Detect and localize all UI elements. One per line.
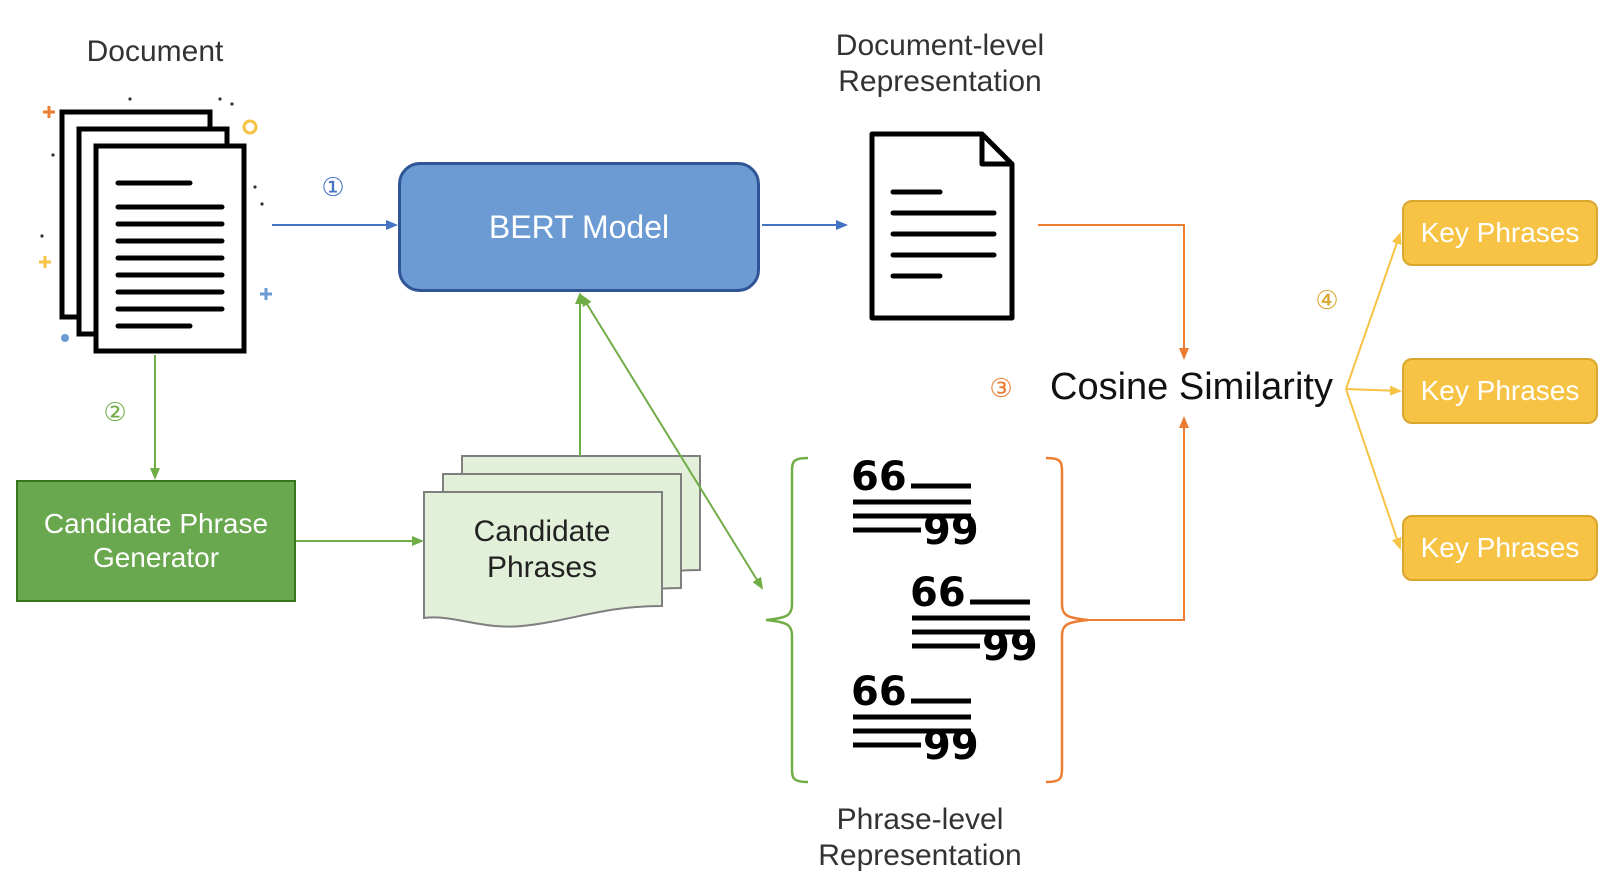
step-2-marker: ② — [103, 398, 127, 428]
arrow-bert-to-phraserep — [580, 294, 764, 590]
arrow-cosine-to-keyphrase-2 — [1345, 385, 1402, 396]
key-phrases-box-3: Key Phrases — [1402, 515, 1598, 581]
document-label: Document — [86, 35, 224, 68]
step-3-marker: ③ — [989, 374, 1013, 404]
arrow-docrep-to-cosine — [1038, 224, 1189, 360]
bert-model-node: BERT Model — [398, 162, 760, 292]
candidate-phrases-label: Candidate Phrases — [473, 515, 611, 584]
key-phrases-box-2: Key Phrases — [1402, 358, 1598, 424]
quote-icon: 66 99 — [910, 570, 1038, 670]
step-1-marker: ① — [321, 173, 345, 203]
sparkle-decoration-icon — [39, 97, 272, 342]
svg-text:99: 99 — [923, 723, 979, 769]
step-4-marker: ④ — [1315, 286, 1339, 316]
svg-text:66: 66 — [851, 669, 907, 715]
right-brace — [1045, 456, 1089, 784]
svg-text:99: 99 — [923, 508, 979, 554]
svg-text:99: 99 — [982, 624, 1038, 670]
document-level-representation-label: Document-level Representation — [835, 29, 1045, 98]
key-phrases-box-1: Key Phrases — [1402, 200, 1598, 266]
quote-icon: 66 99 — [851, 669, 979, 769]
arrow-phraserep-to-cosine — [1088, 416, 1189, 621]
document-stack-icon — [59, 109, 247, 354]
cosine-similarity-label: Cosine Similarity — [1050, 366, 1333, 408]
quote-icon: 66 99 — [851, 454, 979, 554]
svg-text:66: 66 — [851, 454, 907, 500]
document-icon — [869, 131, 1015, 321]
candidate-phrase-generator-node: Candidate Phrase Generator — [16, 480, 296, 602]
left-brace — [765, 456, 809, 784]
phrase-level-representation-label: Phrase-level Representation — [818, 803, 1022, 872]
svg-text:66: 66 — [910, 570, 966, 616]
arrow-cosine-to-keyphrase-3 — [1345, 388, 1402, 550]
arrow-cosine-to-keyphrase-1 — [1345, 232, 1402, 390]
